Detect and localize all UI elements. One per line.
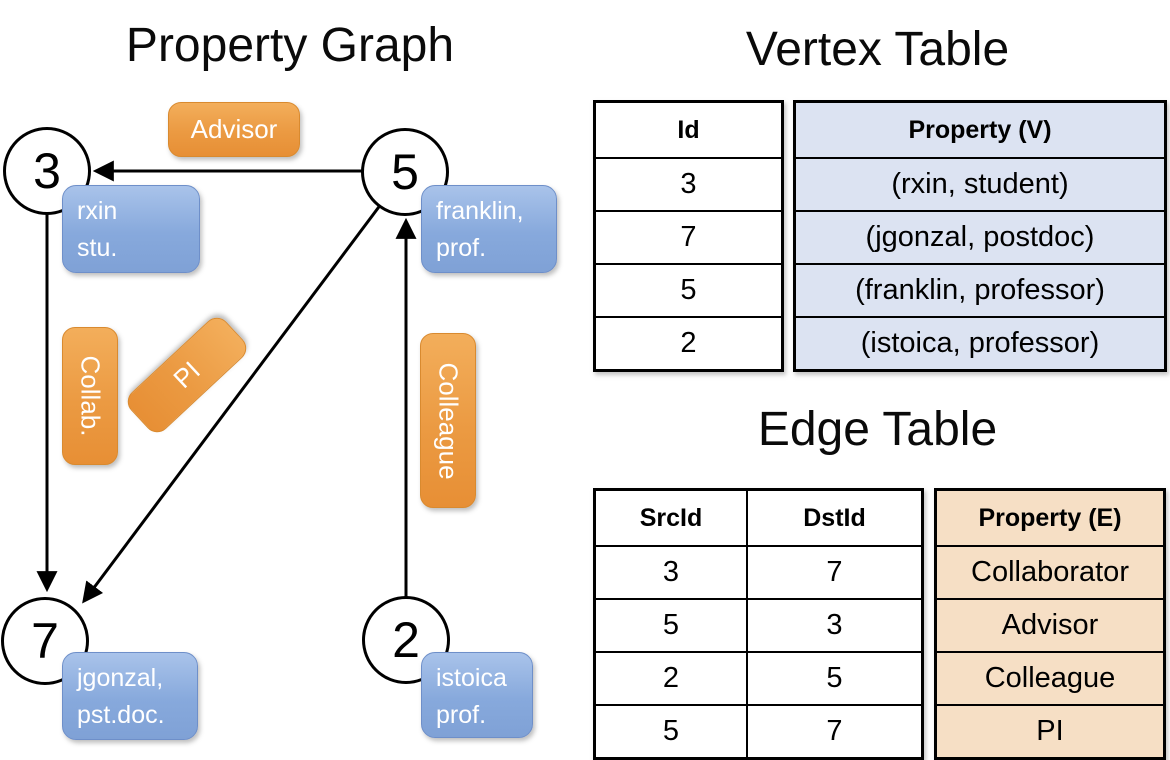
edge-table-cell-dst: 5 [746,651,921,704]
vertex-table-cell-id: 5 [596,263,781,316]
edge-table-cell-property: Collaborator [937,545,1163,598]
edge-table-cell-src: 5 [596,704,746,757]
vertex-node-2: 2 [362,596,450,684]
vertex-property-line: rxin [77,197,118,225]
edge-arrow-5-to-7 [82,171,407,604]
edge-table-src-dst-columns: SrcId DstId 3 7 5 3 2 5 5 7 [593,488,924,760]
edge-table-cell-src: 2 [596,651,746,704]
edge-label-text: PI [167,355,206,394]
vertex-id-label: 7 [31,613,59,669]
edge-table-header-srcid: SrcId [639,503,703,532]
vertex-table-cell-id: 7 [596,210,781,263]
edge-table-cell-src: 3 [596,545,746,598]
edge-table-cell-property: Colleague [937,651,1163,704]
vertex-id-label: 2 [392,612,420,668]
vertex-table-header-property: Property (V) [796,103,1164,157]
vertex-property-line: stu. [77,234,118,262]
vertex-table-title: Vertex Table [745,23,1010,76]
vertex-table-property-column: Property (V) (rxin, student) (jgonzal, p… [793,100,1167,372]
edge-table-property-column: Property (E) Collaborator Advisor Collea… [934,488,1166,760]
edge-label-colleague: Colleague [420,333,476,508]
vertex-property-line: franklin, [436,197,524,225]
vertex-table-cell-property: (rxin, student) [796,157,1164,210]
vertex-property-box-rxin: rxin stu. [62,185,200,273]
edge-table-header-property: Property (E) [937,491,1163,545]
edge-table-cell-src: 5 [596,598,746,651]
vertex-property-line: pst.doc. [77,701,165,729]
edge-table-cell-dst: 3 [746,598,921,651]
vertex-node-5: 5 [361,128,449,216]
vertex-table-cell-id: 2 [596,316,781,369]
vertex-property-line: prof. [436,701,487,729]
edge-table-header-dstid: DstId [746,491,921,545]
vertex-id-label: 3 [33,143,61,199]
vertex-table-cell-property: (jgonzal, postdoc) [796,210,1164,263]
vertex-property-line: istoica [436,664,507,692]
edge-label-advisor: Advisor [168,102,300,157]
edge-table-title: Edge Table [757,403,998,456]
vertex-table-header-id: Id [677,115,700,144]
edge-label-text: Advisor [190,114,278,144]
vertex-property-box-jgonzal: jgonzal, pst.doc. [62,652,198,740]
edge-label-collab: Collab. [62,327,118,465]
edge-table-cell-dst: 7 [746,545,921,598]
vertex-table-id-column: Id 3 7 5 2 [593,100,784,372]
vertex-property-line: jgonzal, [77,664,164,692]
edge-table-cell-dst: 7 [746,704,921,757]
vertex-property-line: prof. [436,234,487,262]
vertex-table-cell-property: (franklin, professor) [796,263,1164,316]
vertex-id-label: 5 [391,144,419,200]
vertex-table-cell-property: (istoica, professor) [796,316,1164,369]
edge-table-cell-property: Advisor [937,598,1163,651]
edge-label-text: Colleague [433,361,464,480]
property-graph-title: Property Graph [125,19,455,72]
vertex-property-box-istoica: istoica prof. [421,652,533,738]
vertex-property-box-franklin: franklin, prof. [421,185,557,273]
edge-label-text: Collab. [75,355,106,437]
edge-table-cell-property: PI [937,704,1163,757]
graph-edges-svg [36,160,417,638]
vertex-table-cell-id: 3 [596,157,781,210]
